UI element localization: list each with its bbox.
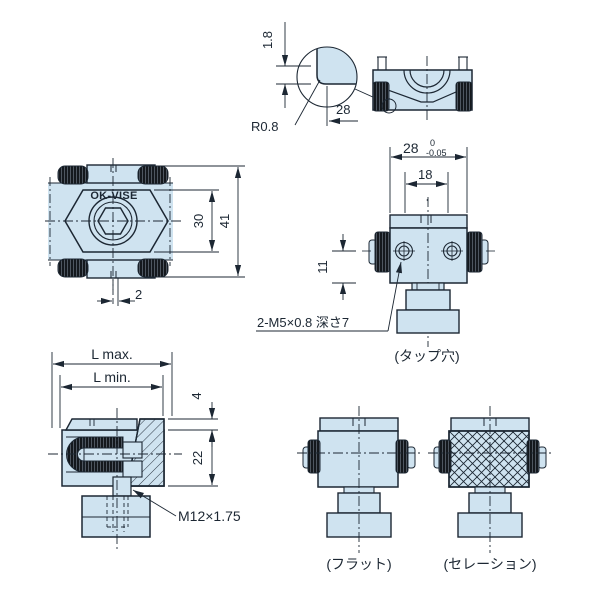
knurl-pad-left — [372, 81, 390, 112]
dim-28 — [389, 147, 468, 213]
lmax-label: L max. — [91, 346, 133, 362]
dim-lmax — [51, 352, 173, 428]
knurl-pad-right — [455, 81, 473, 112]
cap-plate — [64, 418, 138, 431]
detail-view: 1.8 R0.8 28 — [251, 22, 385, 134]
dim-4-label: 4 — [189, 392, 204, 399]
brand-label: OK-VISE — [90, 190, 137, 202]
section-view: L max. L min. — [48, 346, 241, 551]
tap-caption: (タップ穴) — [394, 348, 459, 364]
dim-2-label: 2 — [135, 287, 142, 302]
tap-view: 28 0 -0.05 18 — [256, 138, 495, 364]
dim-41-label: 41 — [217, 214, 232, 228]
knurl-pad-left — [374, 231, 391, 273]
dim-28-ref — [326, 86, 358, 126]
dim-11 — [332, 234, 356, 300]
detail-width-label: 28 — [336, 102, 350, 117]
dim-41 — [158, 165, 245, 278]
partial-front-view — [372, 56, 473, 121]
dim-30 — [154, 189, 219, 253]
detail-marker-circle — [381, 98, 397, 114]
dim-28-tol-lower: -0.05 — [426, 148, 447, 158]
hex-socket — [97, 207, 129, 235]
thread-label: M12×1.75 — [178, 508, 241, 524]
flat-view: (フラット) — [297, 406, 420, 572]
flat-caption: (フラット) — [326, 556, 391, 572]
dim-1-8 — [276, 22, 311, 108]
dim-28-label: 28 — [403, 140, 419, 156]
dim-11-label: 11 — [315, 260, 330, 274]
dim-22 — [168, 431, 218, 487]
dim-4 — [168, 402, 218, 447]
lmin-label: L min. — [93, 369, 131, 385]
dim-18-label: 18 — [418, 167, 432, 182]
serration-view: (セレーション) — [428, 406, 551, 572]
knurl-corners — [57, 165, 169, 278]
dim-22-label: 22 — [190, 451, 205, 465]
serration-texture — [448, 430, 530, 488]
side-studs — [377, 56, 468, 70]
dim-28-tol-upper: 0 — [430, 138, 435, 148]
detail-height-label: 1.8 — [260, 31, 275, 49]
stud — [112, 476, 132, 497]
dim-30-label: 30 — [191, 214, 206, 228]
dim-lmin — [59, 375, 164, 428]
serration-caption: (セレーション) — [443, 556, 536, 572]
dim-2 — [97, 278, 135, 306]
tap-note: 2-M5×0.8 深さ7 — [257, 315, 349, 330]
detail-radius-label: R0.8 — [251, 119, 278, 134]
hidden-thread — [106, 496, 129, 532]
dim-18 — [404, 172, 449, 213]
top-view: OK-VISE 30 41 2 — [45, 158, 245, 306]
knurl-pad-right — [466, 231, 483, 273]
